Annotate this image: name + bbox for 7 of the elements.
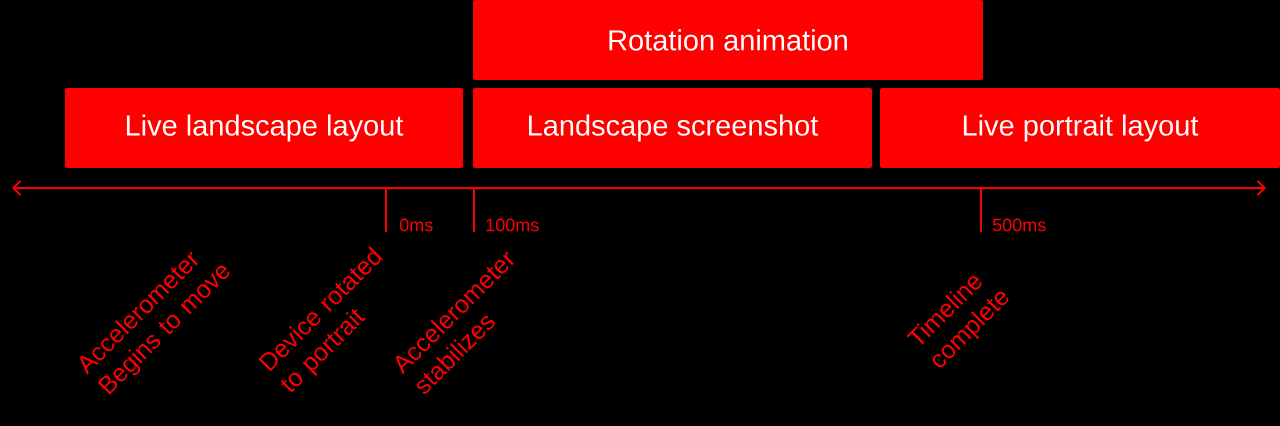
tick-label: 500ms: [992, 218, 1046, 232]
phase-box: Rotation animation: [473, 0, 983, 80]
phase-box: Live portrait layout: [880, 88, 1280, 168]
tick-label: 0ms: [399, 218, 433, 232]
phase-box: Live landscape layout: [65, 88, 463, 168]
phase-box: Landscape screenshot: [473, 88, 872, 168]
tick-label: 100ms: [486, 218, 539, 232]
